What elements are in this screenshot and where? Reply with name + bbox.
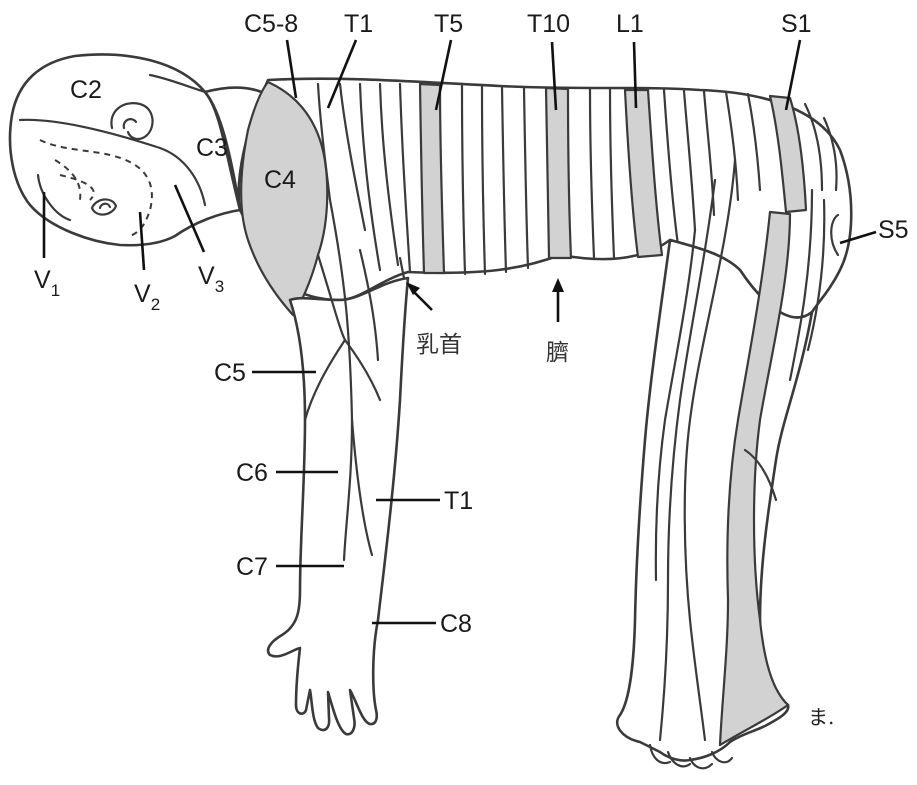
label-l1: L1 [616,10,644,38]
label-c2: C2 [70,76,102,104]
label-v2: V2 [134,280,160,314]
leg [617,240,812,761]
label-t1-top: T1 [344,10,373,38]
label-nipple: 乳首 [416,332,462,358]
label-t5: T5 [434,10,463,38]
label-s1: S1 [781,10,812,38]
arm [268,278,408,734]
nipple-arrow [406,282,432,310]
label-v1: V1 [34,266,60,300]
label-c7: C7 [236,553,268,581]
label-navel: 臍 [546,340,569,366]
label-c8: C8 [440,610,472,638]
label-s5: S5 [878,216,909,244]
navel-arrow [552,278,564,322]
label-c4: C4 [264,166,296,194]
label-v3: V3 [198,262,224,296]
label-c5-8: C5-8 [244,10,298,38]
label-c5: C5 [214,359,246,387]
artist-signature: ま. [808,705,834,729]
label-t10: T10 [527,10,570,38]
label-c6: C6 [236,459,268,487]
label-c3: C3 [196,134,228,162]
label-t1-arm: T1 [444,487,473,515]
